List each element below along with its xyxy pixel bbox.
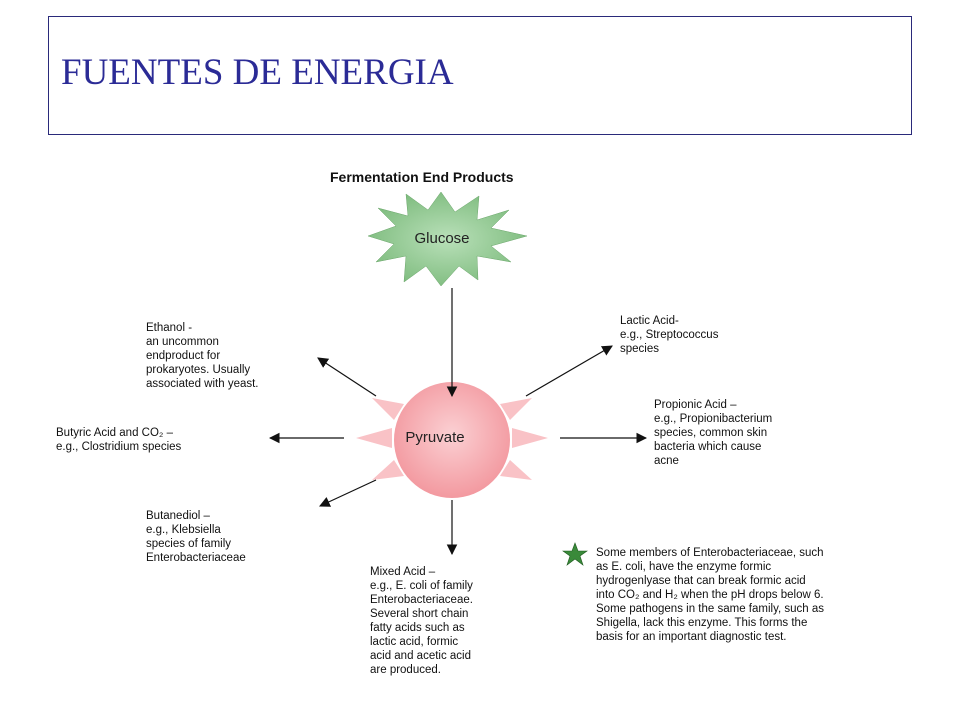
svg-text:e.g., E. coli of family: e.g., E. coli of family <box>370 580 473 592</box>
glucose-label: Glucose <box>414 230 469 247</box>
product-butyric: Butyric Acid and CO₂ – e.g., Clostridium… <box>56 427 182 453</box>
svg-text:Lactic Acid-: Lactic Acid- <box>620 315 679 327</box>
svg-text:prokaryotes. Usually: prokaryotes. Usually <box>146 364 250 376</box>
svg-text:endproduct for: endproduct for <box>146 350 220 362</box>
svg-text:acid and acetic acid: acid and acetic acid <box>370 650 471 662</box>
svg-text:Enterobacteriaceae.: Enterobacteriaceae. <box>370 594 473 606</box>
product-ethanol: Ethanol - an uncommon endproduct for pro… <box>146 322 259 390</box>
arrow-to-butanediol <box>319 479 377 507</box>
arrows <box>268 288 648 556</box>
pyruvate-label: Pyruvate <box>405 429 464 446</box>
svg-text:Some pathogens in the same fam: Some pathogens in the same family, such … <box>596 603 824 615</box>
svg-text:an uncommon: an uncommon <box>146 336 219 348</box>
svg-text:Mixed Acid –: Mixed Acid – <box>370 566 436 578</box>
star-icon <box>562 542 588 566</box>
svg-text:species of family: species of family <box>146 538 231 550</box>
enzyme-note: Some members of Enterobacteriaceae, such… <box>596 547 824 643</box>
svg-text:fatty acids such as: fatty acids such as <box>370 622 465 634</box>
svg-text:lactic acid, formic: lactic acid, formic <box>370 636 458 648</box>
svg-text:hydrogenlyase that can break f: hydrogenlyase that can break formic acid <box>596 575 806 587</box>
svg-text:e.g., Propionibacterium: e.g., Propionibacterium <box>654 413 772 425</box>
svg-text:Some members of Enterobacteria: Some members of Enterobacteriaceae, such <box>596 547 824 559</box>
slide-title: FUENTES DE ENERGIA <box>61 52 454 93</box>
product-propionic: Propionic Acid – e.g., Propionibacterium… <box>654 399 772 467</box>
product-mixed-acid: Mixed Acid – e.g., E. coli of family Ent… <box>370 566 473 676</box>
svg-text:associated with yeast.: associated with yeast. <box>146 378 259 390</box>
svg-text:species: species <box>620 343 659 355</box>
svg-text:Butyric Acid and CO₂ –: Butyric Acid and CO₂ – <box>56 427 174 439</box>
pyruvate-node <box>394 382 510 498</box>
svg-text:e.g., Clostridium species: e.g., Clostridium species <box>56 441 182 453</box>
svg-text:into CO₂ and H₂ when the pH dr: into CO₂ and H₂ when the pH drops below … <box>596 589 824 601</box>
arrow-to-ethanol <box>317 357 377 397</box>
diagram-heading: Fermentation End Products <box>330 169 514 185</box>
svg-text:bacteria which cause: bacteria which cause <box>654 441 761 453</box>
svg-text:e.g., Streptococcus: e.g., Streptococcus <box>620 329 719 341</box>
svg-text:Butanediol –: Butanediol – <box>146 510 211 522</box>
svg-text:Enterobacteriaceae: Enterobacteriaceae <box>146 552 246 564</box>
svg-text:Ethanol -: Ethanol - <box>146 322 192 334</box>
glucose-starburst <box>367 191 528 287</box>
svg-text:Shigella, lack this enzyme. T: Shigella, lack this enzyme. This forms t… <box>596 617 807 629</box>
svg-text:species, common skin: species, common skin <box>654 427 767 439</box>
product-lactic: Lactic Acid- e.g., Streptococcus species <box>620 315 719 355</box>
arrow-to-lactic <box>525 345 613 397</box>
svg-text:as E. coli, have the enzyme fo: as E. coli, have the enzyme formic <box>596 561 771 573</box>
svg-text:e.g., Klebsiella: e.g., Klebsiella <box>146 524 221 536</box>
product-butanediol: Butanediol – e.g., Klebsiella species of… <box>146 510 246 564</box>
title-box: FUENTES DE ENERGIA <box>48 16 912 135</box>
svg-text:basis for an important diagnos: basis for an important diagnostic test. <box>596 631 787 643</box>
svg-text:are produced.: are produced. <box>370 664 441 676</box>
svg-text:Propionic Acid –: Propionic Acid – <box>654 399 737 411</box>
pyruvate-rays <box>356 388 548 498</box>
svg-text:acne: acne <box>654 455 679 467</box>
svg-text:Several short chain: Several short chain <box>370 608 468 620</box>
